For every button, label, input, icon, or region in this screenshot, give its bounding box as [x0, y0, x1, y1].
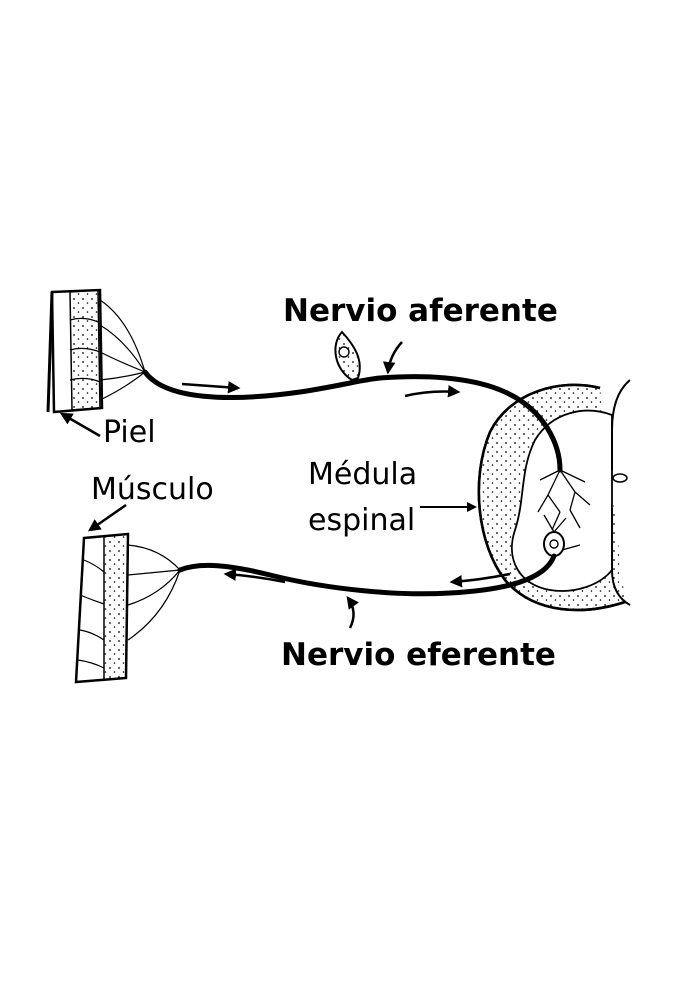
spinal-cord-label-line1: Médula	[308, 457, 418, 492]
afferent-direction-arrow-1	[181, 381, 241, 394]
afferent-direction-arrow-2	[404, 385, 461, 398]
afferent-nerve-fiber	[142, 369, 563, 473]
skin-label: Piel	[103, 415, 156, 450]
afferent-pointer-arrow	[382, 341, 403, 375]
efferent-direction-arrow-1	[449, 572, 511, 588]
spinal-cord-label-line2: espinal	[308, 503, 416, 538]
muscle-label: Músculo	[91, 472, 214, 507]
muscle-pointer-arrow	[87, 503, 127, 532]
skin-pointer-arrow	[59, 412, 101, 438]
efferent-pointer-arrow	[346, 595, 359, 629]
muscle-tissue	[74, 532, 181, 684]
efferent-nerve-label: Nervio eferente	[281, 637, 556, 673]
spinal-cord	[477, 379, 631, 612]
efferent-direction-arrow-2	[223, 568, 286, 584]
skin-tissue	[46, 288, 146, 414]
afferent-nerve-label: Nervio aferente	[283, 293, 558, 329]
efferent-nerve-fiber	[177, 553, 557, 597]
dorsal-root-ganglion	[334, 330, 361, 382]
